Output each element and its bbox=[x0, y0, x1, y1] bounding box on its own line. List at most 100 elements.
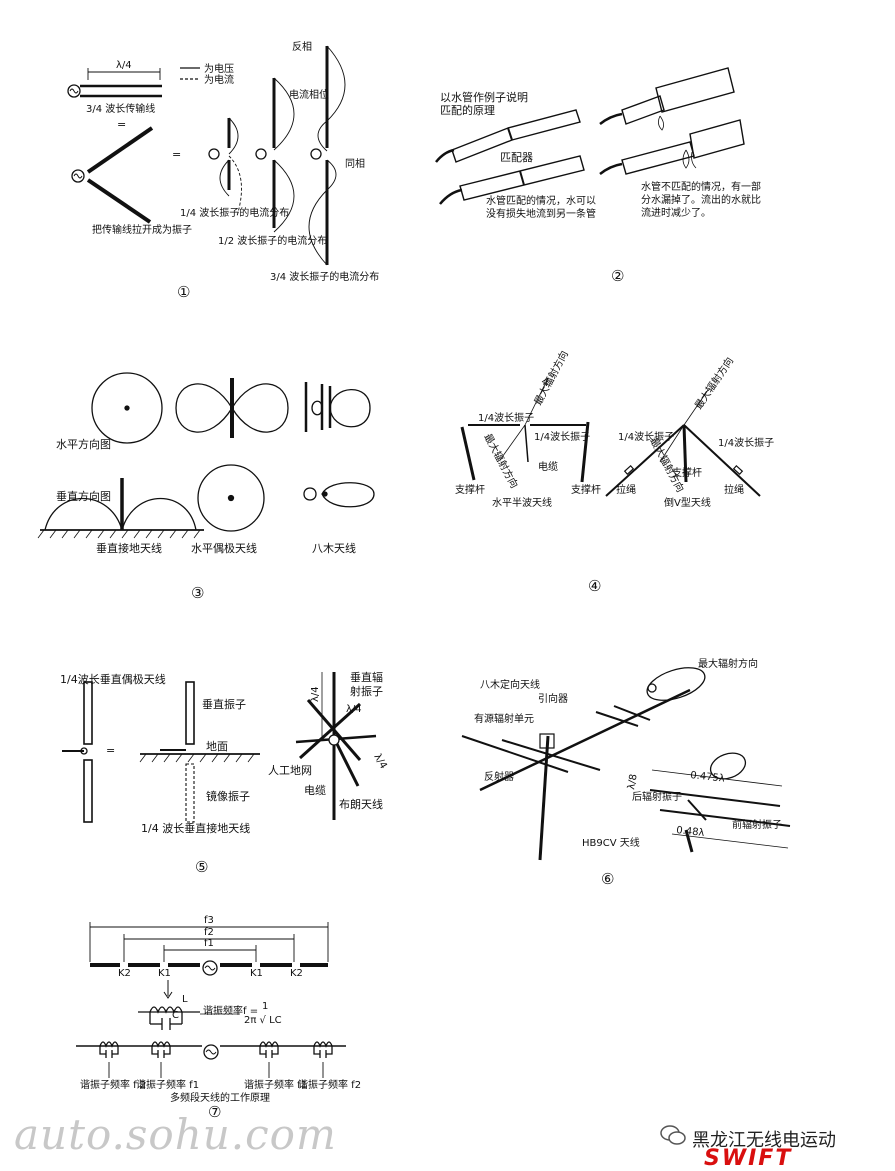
p5-cable: 电缆 bbox=[304, 784, 326, 797]
p1-quarter: 1/4 波长振子的电流分布 bbox=[180, 206, 289, 219]
p7-k2a: K2 bbox=[118, 968, 131, 979]
p2-mis1: 水管不匹配的情况，有一部 bbox=[641, 180, 761, 193]
p1-eq2: = bbox=[172, 148, 181, 161]
p3-horizontal: 水平方向图 bbox=[56, 437, 111, 451]
ac-source-icon bbox=[310, 148, 322, 160]
p5-number: ⑤ bbox=[195, 858, 208, 876]
p1-legend-voltage: 为电压 bbox=[204, 62, 234, 75]
p6-reflector: 反射器 bbox=[484, 771, 514, 783]
ac-source-icon bbox=[67, 84, 81, 98]
p7-k1b: K1 bbox=[250, 968, 263, 979]
p5-vrad2: 射振子 bbox=[350, 684, 383, 698]
p6-l0475: 0.475λ bbox=[690, 770, 726, 785]
p7-f3: f3 bbox=[204, 915, 214, 926]
p7-resonance: 谐振频率f = bbox=[203, 1004, 258, 1017]
p1-current-phase: 电流相位 bbox=[289, 88, 329, 101]
p5-bottom: 1/4 波长垂直接地天线 bbox=[141, 821, 250, 835]
p5-brown: 布朗天线 bbox=[339, 797, 383, 811]
p7-L: L bbox=[182, 994, 188, 1005]
p4-max-left: 最大辐射方向 bbox=[531, 348, 571, 407]
ac-source-icon bbox=[202, 960, 218, 976]
p1-lambda: λ/4 bbox=[116, 60, 132, 71]
p3-yagi: 八木天线 bbox=[312, 541, 356, 555]
panel-2 bbox=[435, 67, 745, 205]
p5-ground: 地面 bbox=[206, 740, 228, 753]
p2-mis2: 分水漏掉了。流出的水就比 bbox=[641, 193, 761, 206]
ac-source-icon bbox=[255, 148, 267, 160]
p1-same: 同相 bbox=[345, 157, 365, 170]
p4-max-right: 最大辐射方向 bbox=[692, 355, 736, 412]
panel-7 bbox=[76, 922, 346, 1078]
p4-invv: 倒V型天线 bbox=[664, 496, 711, 509]
p2-title1: 以水管作例子说明 bbox=[440, 90, 528, 104]
p3-ground: 垂直接地天线 bbox=[96, 541, 162, 555]
p1-threeq: 3/4 波长振子的电流分布 bbox=[270, 270, 379, 283]
p4-q4: 1/4波长振子 bbox=[718, 436, 774, 449]
p6-rear: 后辐射振子 bbox=[632, 790, 682, 803]
p7-num1: 1 bbox=[262, 1001, 268, 1012]
p7-tf2b: 谐振子频率 f2 bbox=[298, 1078, 361, 1091]
p6-yagi: 八木定向天线 bbox=[480, 678, 540, 691]
p5-vrad1: 垂直辐 bbox=[350, 670, 383, 684]
ac-source-icon bbox=[71, 169, 85, 183]
p5-lambda-c: λ/4 bbox=[371, 752, 388, 771]
p5-artificial: 人工地网 bbox=[268, 764, 312, 777]
p2-match2: 没有损失地流到另一条管 bbox=[486, 207, 596, 220]
watermark: auto.sohu.com bbox=[14, 1110, 337, 1159]
p4-cable: 电缆 bbox=[538, 460, 558, 473]
p4-number: ④ bbox=[588, 577, 601, 595]
p1-number: ① bbox=[177, 283, 190, 301]
p6-hb9cv: HB9CV 天线 bbox=[582, 836, 640, 849]
panel-1 bbox=[67, 45, 346, 266]
p4-max-right-down: 最大辐射方向 bbox=[647, 435, 687, 494]
ac-source-icon bbox=[203, 1044, 219, 1060]
p7-f2: f2 bbox=[204, 927, 214, 938]
p7-tf1b: 谐振子频率 f1 bbox=[244, 1078, 307, 1091]
p6-director: 引向器 bbox=[538, 692, 568, 705]
p6-front: 前辐射振子 bbox=[732, 818, 782, 831]
p5-mirror: 镜像振子 bbox=[206, 789, 250, 803]
p2-number: ② bbox=[611, 267, 624, 285]
p7-number: ⑦ bbox=[208, 1103, 221, 1121]
p2-mis3: 流进时减少了。 bbox=[641, 206, 711, 219]
ac-source-icon bbox=[208, 148, 220, 160]
p5-lambda-b: λ/4 bbox=[346, 704, 362, 715]
p3-vertical: 垂直方向图 bbox=[56, 489, 111, 503]
swift-logo: SWIFT bbox=[704, 1146, 793, 1171]
p7-k2b: K2 bbox=[290, 968, 303, 979]
p4-pole1: 支撑杆 bbox=[455, 483, 485, 496]
p7-caption: 多频段天线的工作原理 bbox=[170, 1091, 270, 1104]
p6-l8: λ/8 bbox=[626, 773, 640, 790]
p4-pole3: 支撑杆 bbox=[672, 466, 702, 479]
p4-rope1: 拉绳 bbox=[616, 483, 636, 496]
wechat-icon bbox=[660, 1125, 686, 1145]
p1-legend-current: 为电流 bbox=[204, 73, 234, 86]
p6-max: 最大辐射方向 bbox=[698, 657, 758, 670]
p1-half: 1/2 波长振子的电流分布 bbox=[218, 234, 327, 247]
p6-driven: 有源辐射单元 bbox=[474, 712, 534, 725]
p4-half-ant: 水平半波天线 bbox=[492, 496, 552, 509]
p1-pull: 把传输线拉开成为振子 bbox=[92, 223, 192, 236]
p4-pole2: 支撑杆 bbox=[571, 483, 601, 496]
p7-tf2a: 谐振子频率 f 2 bbox=[80, 1078, 146, 1091]
panel-3 bbox=[37, 372, 375, 539]
p4-q1: 1/4波长振子 bbox=[478, 411, 534, 424]
p4-max-down: 最大辐射方向 bbox=[481, 431, 521, 490]
p4-q2: 1/4波长振子 bbox=[534, 430, 590, 443]
panel-6 bbox=[461, 667, 791, 861]
p1-line-label: 3/4 波长传输线 bbox=[86, 102, 155, 115]
brand-name: 黑龙江无线电运动 bbox=[692, 1130, 836, 1151]
p2-title2: 匹配的原理 bbox=[440, 103, 495, 117]
p4-q3: 1/4波长振子 bbox=[618, 430, 674, 443]
p7-C: C bbox=[172, 1010, 179, 1021]
p3-dipole: 水平偶极天线 bbox=[191, 541, 257, 555]
p5-lambda-a: λ/4 bbox=[310, 686, 321, 702]
p1-reverse: 反相 bbox=[292, 40, 312, 53]
horizontal-pattern-circle bbox=[91, 372, 163, 444]
p7-den: 2π √ LC bbox=[244, 1015, 282, 1026]
panel-4 bbox=[460, 377, 761, 497]
p5-vert: 垂直振子 bbox=[202, 697, 246, 711]
p5-eq: = bbox=[106, 744, 115, 757]
p4-rope2: 拉绳 bbox=[724, 483, 744, 496]
